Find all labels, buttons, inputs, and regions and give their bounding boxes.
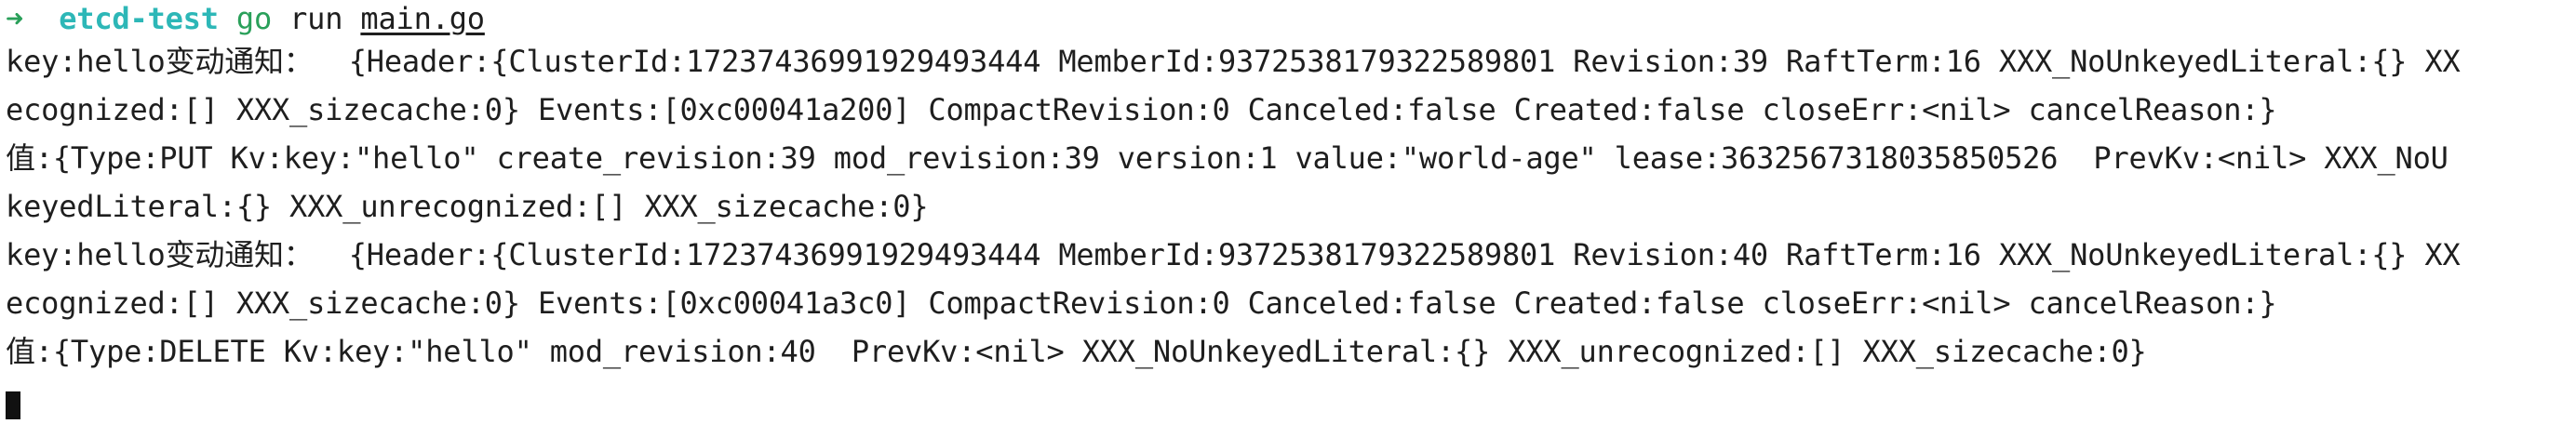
prompt-arrow-icon: ➜	[6, 1, 24, 36]
output-line: 值:{Type:PUT Kv:key:"hello" create_revisi…	[6, 140, 2449, 176]
output-line: key:hello变动通知： {Header:{ClusterId:172374…	[6, 237, 2461, 272]
prompt-line: ➜ etcd-test go run main.go	[6, 0, 2570, 37]
terminal-window: ➜ etcd-test go run main.go key:hello变动通知…	[6, 0, 2570, 419]
output-line: ecognized:[] XXX_sizecache:0} Events:[0x…	[6, 285, 2277, 321]
output-line: 值:{Type:DELETE Kv:key:"hello" mod_revisi…	[6, 334, 2147, 369]
terminal-cursor	[6, 391, 20, 419]
output-line: ecognized:[] XXX_sizecache:0} Events:[0x…	[6, 92, 2277, 127]
prompt-directory: etcd-test	[59, 1, 219, 36]
command-file-argument[interactable]: main.go	[360, 1, 485, 36]
command-name: go	[235, 1, 273, 36]
output-line: keyedLiteral:{} XXX_unrecognized:[] XXX_…	[6, 189, 929, 224]
output-line: key:hello变动通知： {Header:{ClusterId:172374…	[6, 44, 2461, 79]
input-line[interactable]	[6, 376, 2570, 424]
command-subcommand: run	[289, 1, 343, 36]
